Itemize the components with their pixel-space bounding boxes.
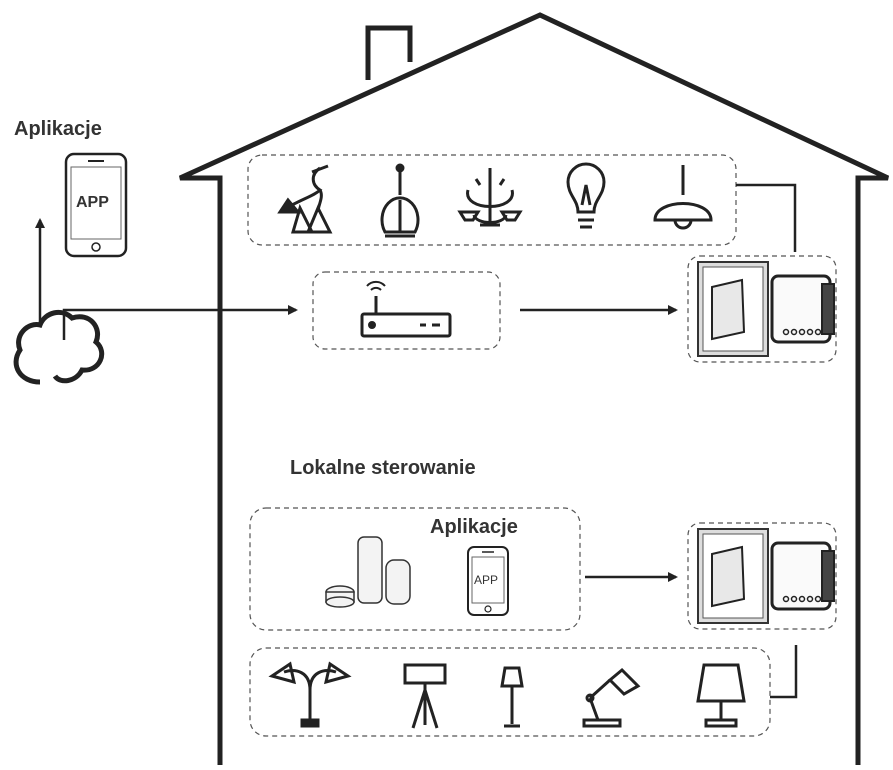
app-label-top: Aplikacje <box>14 118 102 140</box>
local-control-group <box>249 507 581 631</box>
phone-screen-text-local: APP <box>474 573 499 587</box>
wall-switch-with-relay-module-bottom <box>687 522 837 630</box>
wall-switch-icon-bottom <box>697 528 769 624</box>
ceiling-lights-group <box>247 154 737 246</box>
relay-module-icon-bottom <box>770 541 835 611</box>
arrow-cloud-to-router <box>62 305 298 340</box>
pendant-globe-lamp-icon <box>380 163 420 238</box>
table-lamp-icon <box>696 663 746 728</box>
smartphone-icon <box>64 152 128 258</box>
phone-screen-text: APP <box>76 194 109 211</box>
smartphone-icon-local <box>467 546 509 616</box>
double-arc-floor-lamp-icon <box>268 661 352 728</box>
chandelier-icon <box>277 164 333 234</box>
house-outline <box>178 12 890 765</box>
desk-lamp-icon <box>582 667 641 728</box>
router-group <box>312 271 501 350</box>
local-control-label: Lokalne sterowanie <box>290 457 476 479</box>
small-floor-lamp-icon <box>500 666 524 728</box>
tripod-floor-lamp-icon <box>403 663 447 729</box>
wall-switch-icon <box>697 261 769 357</box>
connector-lights-switch-top <box>736 183 797 252</box>
relay-module-icon <box>770 274 835 344</box>
pendant-lamp-icon <box>653 165 713 230</box>
light-bulb-icon <box>566 162 606 229</box>
wall-switch-with-relay-module-top <box>687 255 837 363</box>
smart-speaker-icon <box>325 536 411 608</box>
cloud-icon <box>13 309 105 385</box>
candle-chandelier-icon <box>457 168 523 227</box>
router-icon <box>360 280 452 338</box>
connector-switch-to-lamps <box>770 645 798 699</box>
chimney <box>365 25 413 80</box>
app-label-local: Aplikacje <box>430 516 518 538</box>
floor-lamps-group <box>249 647 771 737</box>
